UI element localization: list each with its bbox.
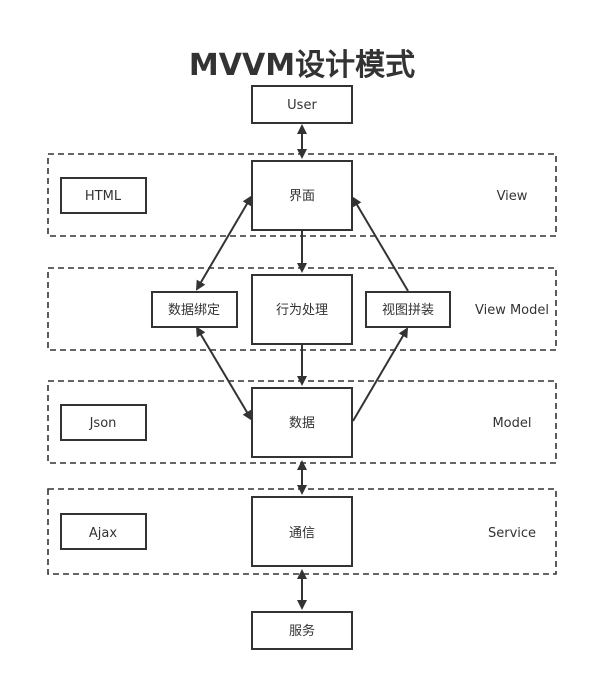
edge-data-view-assembly: [352, 327, 409, 422]
node-html: HTML: [60, 177, 147, 214]
node-label-view-assembly: 视图拼装: [382, 303, 434, 318]
layer-label-service: Service: [488, 526, 536, 541]
node-label-data-binding: 数据绑定: [168, 303, 220, 318]
node-label-server: 服务: [289, 623, 315, 639]
edge-view-assembly-interface: [351, 196, 409, 292]
node-interface: 界面: [251, 160, 353, 231]
layer-label-view: View: [497, 189, 528, 204]
node-label-ajax: Ajax: [89, 526, 117, 541]
node-label-interface: 界面: [289, 189, 315, 204]
node-json: Json: [60, 404, 147, 441]
diagram-title: MVVM设计模式: [189, 48, 415, 83]
node-behavior: 行为处理: [251, 274, 353, 345]
node-server: 服务: [251, 611, 353, 650]
node-communication: 通信: [251, 496, 353, 567]
node-ajax: Ajax: [60, 513, 147, 550]
node-label-json: Json: [89, 416, 117, 431]
node-user: User: [251, 85, 353, 124]
edge-interface-data-binding: [195, 195, 253, 291]
node-label-communication: 通信: [289, 526, 315, 541]
node-view-assembly: 视图拼装: [365, 291, 451, 328]
node-label-html: HTML: [85, 189, 122, 204]
edges: [195, 124, 409, 610]
node-label-behavior: 行为处理: [276, 303, 328, 318]
node-data-binding: 数据绑定: [151, 291, 238, 328]
edge-data-binding-data: [195, 326, 253, 421]
layer-label-model: Model: [492, 416, 531, 431]
node-label-data: 数据: [289, 416, 315, 431]
layer-label-view-model: View Model: [475, 303, 549, 318]
node-label-user: User: [287, 98, 317, 113]
node-data: 数据: [251, 387, 353, 458]
